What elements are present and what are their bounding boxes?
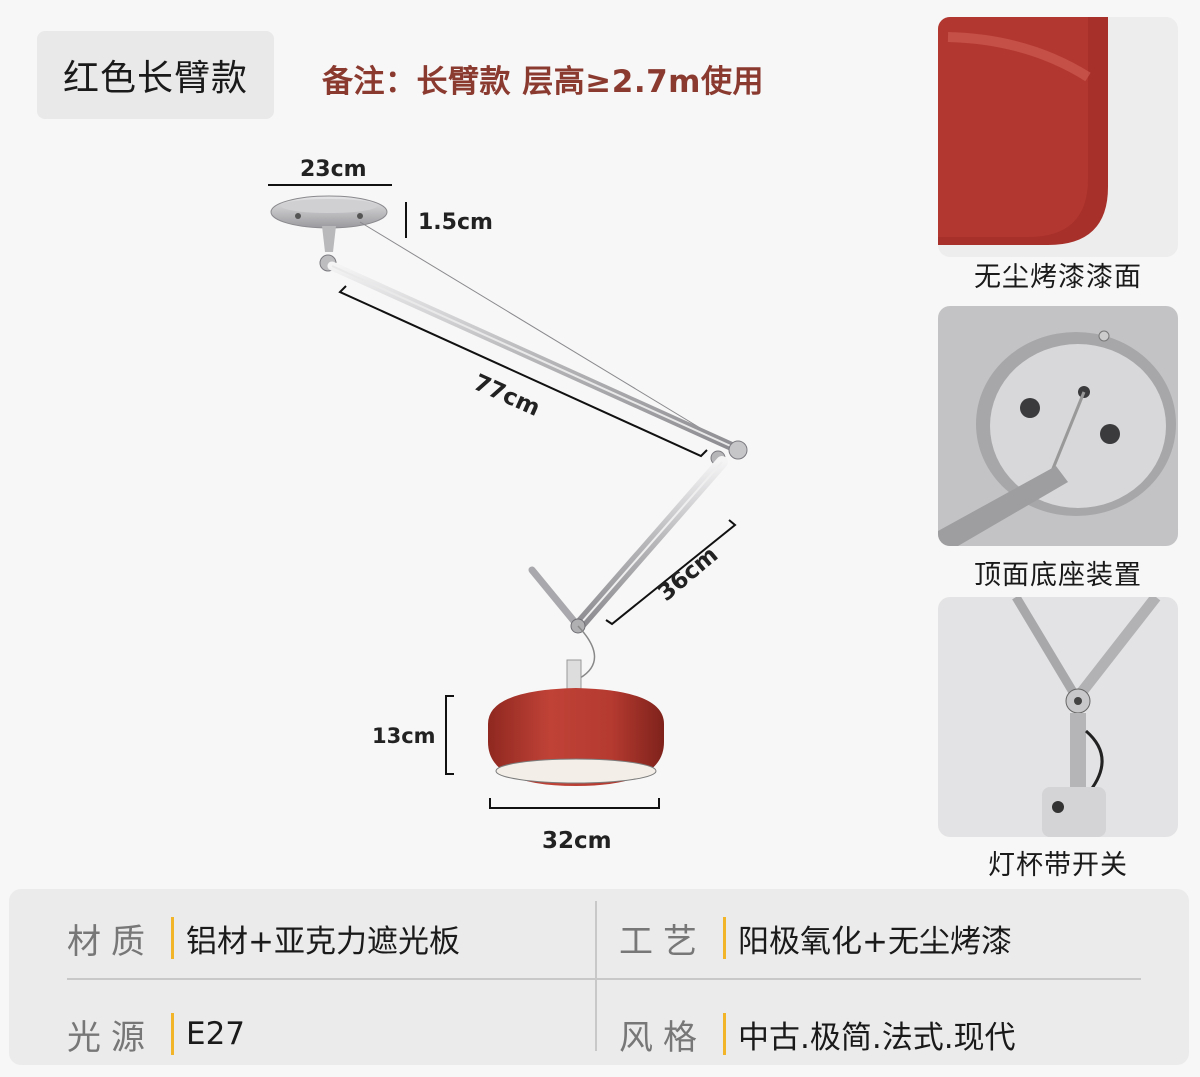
lamp-diagram: 23cm 1.5cm 77cm 36cm 13cm 32cm	[268, 157, 748, 854]
upper-arm	[327, 261, 740, 453]
ceiling-base-closeup-image	[938, 306, 1178, 546]
spec-accent-bar	[171, 1013, 174, 1055]
spec-label: 光源	[67, 1017, 155, 1058]
thumb-caption-2: 顶面底座装置	[974, 560, 1142, 591]
spec-label: 风格	[619, 1017, 707, 1058]
variant-tag: 红色长臂款	[37, 31, 274, 119]
shade-height-label: 13cm	[372, 724, 436, 748]
thumb-caption-3: 灯杯带开关	[988, 850, 1128, 881]
spec-table: 材质 铝材+亚克力遮光板 工艺 阳极氧化+无尘烤漆 光源 E27 风格 中古.极…	[9, 889, 1189, 1065]
spec-accent-bar	[723, 917, 726, 959]
lower-arm	[576, 456, 728, 628]
spec-divider-horizontal	[67, 978, 1141, 980]
upper-arm-length-label: 77cm	[470, 370, 544, 422]
ceiling-base	[270, 195, 388, 252]
shade-width-label: 32cm	[542, 828, 612, 854]
spec-light-source: 光源 E27	[67, 991, 245, 1077]
thumb-caption-1: 无尘烤漆漆面	[974, 262, 1142, 293]
lamp-switch-closeup-image	[938, 597, 1178, 837]
base-height-label: 1.5cm	[418, 210, 493, 235]
red-lacquer-closeup-image	[938, 17, 1178, 257]
spec-value: 铝材+亚克力遮光板	[186, 923, 460, 960]
base-width-label: 23cm	[300, 157, 367, 182]
lower-arm-length-label: 36cm	[653, 542, 723, 607]
variant-tag-label: 红色长臂款	[62, 58, 248, 99]
spec-label: 工艺	[619, 921, 707, 962]
spec-accent-bar	[723, 1013, 726, 1055]
install-note: 备注：长臂款 层高≥2.7m使用	[322, 64, 764, 100]
spec-material: 材质 铝材+亚克力遮光板	[67, 895, 460, 981]
spec-accent-bar	[171, 917, 174, 959]
spec-value: 中古.极简.法式.现代	[738, 1019, 1016, 1056]
lamp-shade	[488, 688, 664, 786]
spec-value: E27	[186, 1016, 246, 1052]
spec-value: 阳极氧化+无尘烤漆	[738, 923, 1012, 960]
spec-craft: 工艺 阳极氧化+无尘烤漆	[619, 895, 1012, 981]
spec-divider-vertical	[595, 901, 597, 1051]
spec-label: 材质	[67, 921, 155, 962]
spec-style: 风格 中古.极简.法式.现代	[619, 991, 1016, 1077]
